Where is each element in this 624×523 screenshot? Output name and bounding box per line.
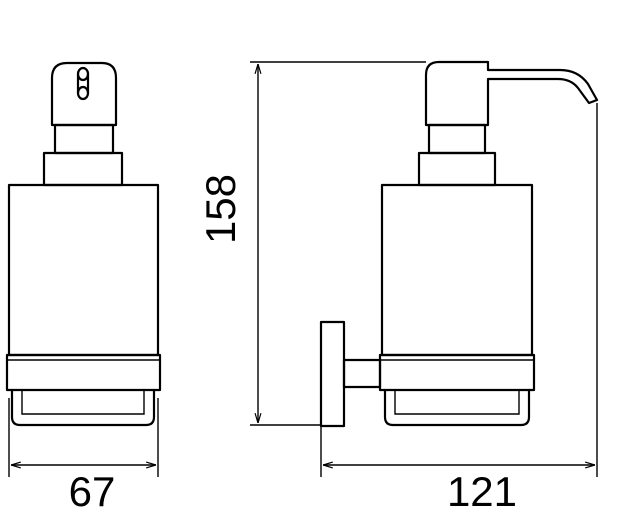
side-collar xyxy=(417,151,497,187)
side-view xyxy=(319,60,599,428)
side-arm xyxy=(342,358,382,389)
front-bottle xyxy=(7,183,160,357)
front-holder-cup xyxy=(10,388,156,427)
side-pump-head xyxy=(424,60,599,127)
front-pump-head xyxy=(50,61,118,127)
side-bottle xyxy=(380,183,534,357)
side-neck xyxy=(427,123,487,155)
front-neck xyxy=(53,123,115,155)
depth-dimension: 121 xyxy=(320,103,598,515)
pump-symbol-icon xyxy=(76,66,90,101)
width-label: 67 xyxy=(69,468,116,515)
height-label: 158 xyxy=(197,174,244,244)
height-dimension: 158 xyxy=(197,61,426,426)
front-collar xyxy=(42,151,124,187)
front-holder-band xyxy=(5,353,162,392)
side-wall-plate xyxy=(319,320,346,428)
front-view: 67 xyxy=(5,61,162,515)
side-holder-cup xyxy=(383,388,531,427)
depth-label: 121 xyxy=(447,468,517,515)
